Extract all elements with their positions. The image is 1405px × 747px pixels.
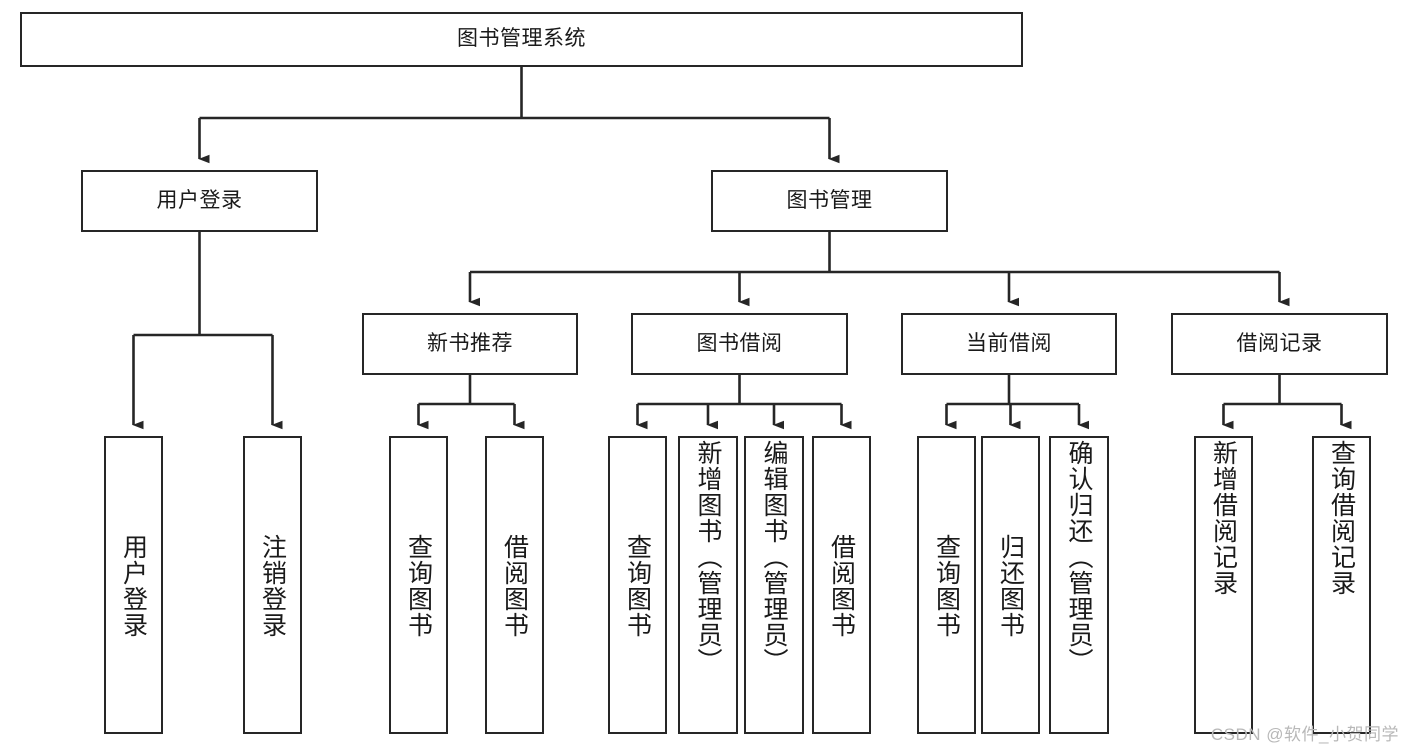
node-leaf-cb-confirm[interactable]: 确认归还（管理员） <box>1049 436 1109 734</box>
node-current-borrow[interactable]: 当前借阅 <box>901 313 1117 375</box>
node-label-leaf-rec-borrow: 借阅图书 <box>500 534 529 638</box>
node-book-borrow[interactable]: 图书借阅 <box>631 313 848 375</box>
node-label-leaf-cb-return: 归还图书 <box>996 534 1025 638</box>
node-leaf-br-query[interactable]: 查询借阅记录 <box>1312 436 1371 734</box>
node-leaf-cb-query[interactable]: 查询图书 <box>917 436 976 734</box>
node-new-book-rec[interactable]: 新书推荐 <box>362 313 578 375</box>
node-label-leaf-br-add: 新增借阅记录 <box>1209 440 1238 596</box>
node-label-leaf-bb-query: 查询图书 <box>623 534 652 638</box>
node-borrow-record[interactable]: 借阅记录 <box>1171 313 1388 375</box>
node-label-leaf-rec-query: 查询图书 <box>404 534 433 638</box>
node-label-book-borrow: 图书借阅 <box>696 331 783 355</box>
node-label-leaf-bb-borrow: 借阅图书 <box>827 534 856 638</box>
node-leaf-bb-edit[interactable]: 编辑图书（管理员） <box>744 436 804 734</box>
node-label-book-manage: 图书管理 <box>786 188 873 212</box>
node-label-leaf-br-query: 查询借阅记录 <box>1327 440 1356 596</box>
node-leaf-bb-query[interactable]: 查询图书 <box>608 436 667 734</box>
node-user-login[interactable]: 用户登录 <box>81 170 318 232</box>
node-label-leaf-user-login: 用户登录 <box>119 534 148 638</box>
node-leaf-user-login[interactable]: 用户登录 <box>104 436 163 734</box>
node-label-leaf-cb-confirm: 确认归还（管理员） <box>1065 440 1093 674</box>
node-label-new-book-rec: 新书推荐 <box>427 331 513 355</box>
node-leaf-rec-query[interactable]: 查询图书 <box>389 436 448 734</box>
node-label-leaf-logout: 注销登录 <box>258 534 287 638</box>
node-label-borrow-record: 借阅记录 <box>1236 331 1323 355</box>
node-label-root: 图书管理系统 <box>457 27 586 51</box>
node-leaf-cb-return[interactable]: 归还图书 <box>981 436 1040 734</box>
node-label-leaf-cb-query: 查询图书 <box>932 534 961 638</box>
node-leaf-bb-borrow[interactable]: 借阅图书 <box>812 436 871 734</box>
node-label-leaf-bb-add: 新增图书（管理员） <box>694 440 722 674</box>
node-leaf-logout[interactable]: 注销登录 <box>243 436 302 734</box>
node-root[interactable]: 图书管理系统 <box>20 12 1023 67</box>
node-leaf-rec-borrow[interactable]: 借阅图书 <box>485 436 544 734</box>
node-leaf-bb-add[interactable]: 新增图书（管理员） <box>678 436 738 734</box>
node-label-user-login: 用户登录 <box>156 188 243 212</box>
watermark-text: CSDN @软件_小贺同学 <box>1210 725 1399 744</box>
node-label-leaf-bb-edit: 编辑图书（管理员） <box>760 440 788 674</box>
node-leaf-br-add[interactable]: 新增借阅记录 <box>1194 436 1253 734</box>
node-label-current-borrow: 当前借阅 <box>966 331 1052 355</box>
node-book-manage[interactable]: 图书管理 <box>711 170 948 232</box>
